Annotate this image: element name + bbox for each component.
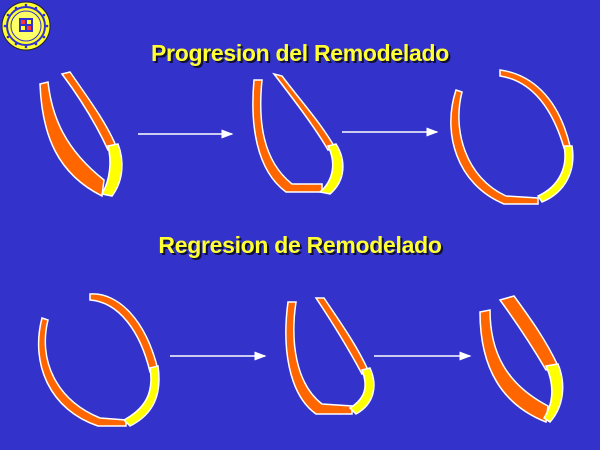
wall-lateral [479,309,549,424]
wall-lateral [37,317,127,427]
ventricle-progression-2 [252,72,344,195]
wall-lateral [252,79,323,193]
ventricle-regression-3 [479,295,564,424]
wall-lateral [450,89,539,205]
title-regression: Regresion de Remodelado [158,232,442,258]
wall-septal [60,71,117,152]
ventricle-regression-1 [37,293,160,427]
wall-lateral [39,81,105,198]
infarct-zone-apex [122,365,160,427]
infarct-zone-apex [536,145,574,203]
wall-septal [89,293,159,373]
wall-lateral [285,301,353,415]
wall-septal [314,297,369,376]
infarct-zone-apex [100,143,123,197]
ventricle-progression-3 [450,69,574,205]
infarct-zone-apex [348,367,375,415]
ventricle-regression-2 [285,297,375,415]
infarct-zone-apex [542,363,564,423]
university-seal-icon [1,1,51,51]
infarct-zone-apex [318,143,344,195]
wall-septal [272,72,336,152]
wall-septal [499,69,571,149]
wall-septal [498,295,560,371]
ventricle-progression-1 [39,71,123,198]
title-progression: Progresion del Remodelado [151,40,449,66]
